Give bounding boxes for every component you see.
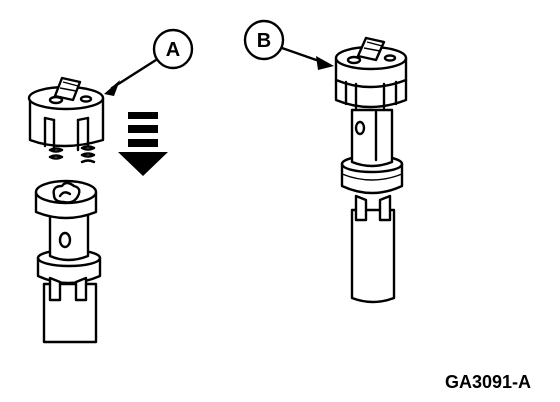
left-cap: [27, 76, 105, 164]
callout-b-label: B: [257, 30, 271, 52]
left-valve-body: [34, 179, 102, 344]
figure-code: GA3091-A: [445, 372, 531, 392]
down-arrow-icon: [118, 112, 168, 176]
right-valve-assembly: [334, 36, 408, 304]
callout-a-label: A: [166, 39, 180, 61]
callout-b: B: [243, 19, 334, 70]
cap-springs: [48, 145, 96, 164]
callout-a: A: [104, 28, 194, 96]
